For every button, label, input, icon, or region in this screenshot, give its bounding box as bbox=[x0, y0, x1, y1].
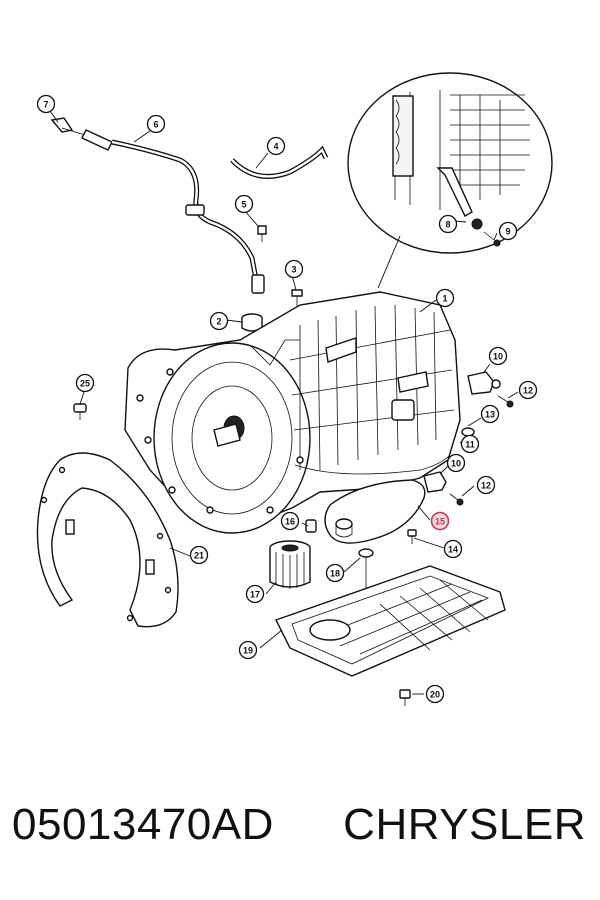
callout-circle bbox=[476, 475, 496, 495]
callout-number: 1 bbox=[442, 294, 447, 304]
callout-circle bbox=[146, 114, 166, 134]
callout-10: 10 bbox=[446, 453, 466, 473]
callout-number: 8 bbox=[445, 220, 450, 230]
callout-number: 10 bbox=[493, 352, 503, 362]
callout-number: 5 bbox=[241, 200, 246, 210]
callout-number: 6 bbox=[153, 120, 158, 130]
callout-number: 16 bbox=[285, 517, 295, 527]
callout-circle bbox=[443, 539, 463, 559]
callout-circle bbox=[238, 640, 258, 660]
callout-circle bbox=[75, 373, 95, 393]
callout-18: 18 bbox=[325, 563, 345, 583]
callout-1: 1 bbox=[435, 288, 455, 308]
callout-circle bbox=[518, 380, 538, 400]
callout-12: 12 bbox=[518, 380, 538, 400]
callout-number: 15 bbox=[435, 517, 445, 527]
callout-10: 10 bbox=[488, 346, 508, 366]
callout-3: 3 bbox=[284, 259, 304, 279]
callout-number: 21 bbox=[194, 551, 204, 561]
callout-16: 16 bbox=[280, 511, 300, 531]
callout-15-highlighted: 15 bbox=[430, 511, 450, 531]
transmission-housing bbox=[124, 291, 461, 534]
callout-number: 9 bbox=[505, 227, 510, 237]
callout-number: 14 bbox=[448, 545, 458, 555]
sensors-fittings bbox=[423, 371, 514, 506]
callout-7: 7 bbox=[36, 94, 56, 114]
callout-13: 13 bbox=[480, 404, 500, 424]
callout-4: 4 bbox=[266, 136, 286, 156]
callout-20: 20 bbox=[425, 684, 445, 704]
dipstick-assembly bbox=[50, 117, 265, 294]
callout-number: 17 bbox=[250, 590, 260, 600]
callout-19: 19 bbox=[238, 640, 258, 660]
bolt-20 bbox=[399, 689, 411, 706]
callout-circle bbox=[209, 311, 229, 331]
callout-circle bbox=[425, 684, 445, 704]
callout-12: 12 bbox=[476, 475, 496, 495]
callout-number: 10 bbox=[451, 459, 461, 469]
callout-9: 9 bbox=[498, 221, 518, 241]
callout-circle bbox=[266, 136, 286, 156]
part-number: 05013470AD bbox=[12, 800, 274, 849]
callout-circle bbox=[245, 584, 265, 604]
callout-circle bbox=[430, 511, 450, 531]
oil-filter bbox=[324, 479, 426, 544]
callout-circle bbox=[189, 545, 209, 565]
callout-number: 3 bbox=[291, 265, 296, 275]
oil-pan bbox=[275, 565, 506, 677]
callout-number: 4 bbox=[273, 142, 278, 152]
callout-circle bbox=[488, 346, 508, 366]
callout-21: 21 bbox=[189, 545, 209, 565]
callout-number: 19 bbox=[243, 646, 253, 656]
callout-number: 2 bbox=[216, 317, 221, 327]
callout-circle bbox=[234, 194, 254, 214]
callout-number: 20 bbox=[430, 690, 440, 700]
callout-6: 6 bbox=[146, 114, 166, 134]
brand-name: CHRYSLER bbox=[343, 800, 586, 849]
callout-17: 17 bbox=[245, 584, 265, 604]
callout-circle bbox=[284, 259, 304, 279]
callout-circle bbox=[460, 434, 480, 454]
callout-2: 2 bbox=[209, 311, 229, 331]
callout-circle bbox=[498, 221, 518, 241]
small-bolts bbox=[257, 225, 303, 306]
callout-number: 25 bbox=[80, 379, 90, 389]
callout-5: 5 bbox=[234, 194, 254, 214]
callout-circle bbox=[446, 453, 466, 473]
bolt-25 bbox=[73, 403, 87, 420]
callout-8: 8 bbox=[438, 214, 458, 234]
callout-number: 12 bbox=[523, 386, 533, 396]
callout-number: 11 bbox=[465, 440, 475, 450]
callout-circle bbox=[438, 214, 458, 234]
callout-number: 12 bbox=[481, 481, 491, 491]
filter-element bbox=[269, 540, 311, 589]
small-parts-16-14 bbox=[305, 519, 417, 544]
callout-circle bbox=[435, 288, 455, 308]
callout-14: 14 bbox=[443, 539, 463, 559]
callout-circle bbox=[480, 404, 500, 424]
callout-25: 25 bbox=[75, 373, 95, 393]
callout-circle bbox=[36, 94, 56, 114]
callout-number: 18 bbox=[330, 569, 340, 579]
detail-inset bbox=[347, 72, 553, 289]
vent-hose bbox=[230, 145, 329, 179]
mount-bushing bbox=[241, 313, 263, 332]
bellhousing-cover bbox=[36, 452, 179, 628]
callout-11: 11 bbox=[460, 434, 480, 454]
callout-circle bbox=[280, 511, 300, 531]
callout-number: 7 bbox=[43, 100, 48, 110]
callout-number: 13 bbox=[485, 410, 495, 420]
callout-circle bbox=[325, 563, 345, 583]
